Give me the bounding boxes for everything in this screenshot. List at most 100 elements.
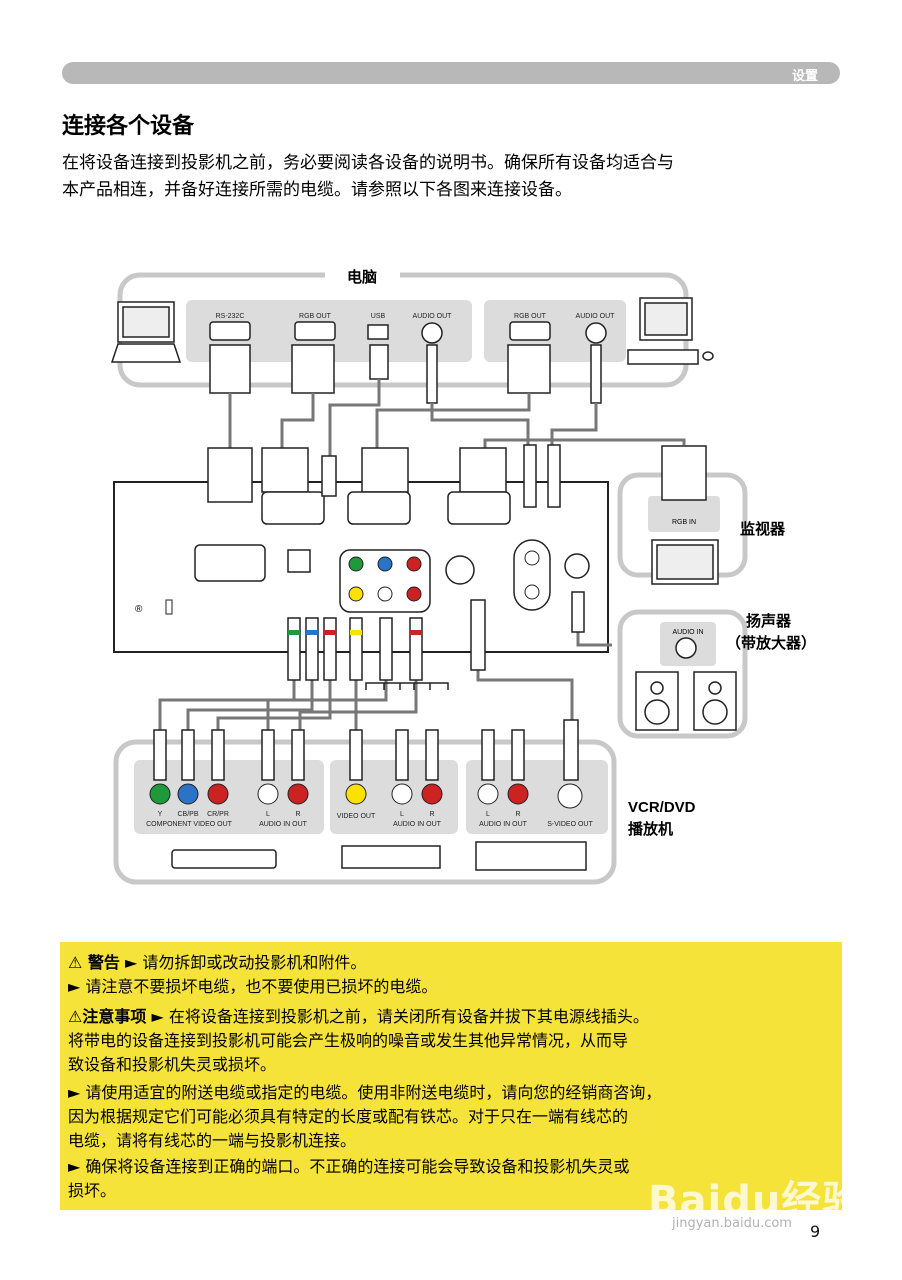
intro-line-1: 在将设备连接到投影机之前，务必要阅读各设备的说明书。确保所有设备均适合与 <box>62 153 674 173</box>
label-audio1-r: R <box>295 811 300 818</box>
vcr-label-2: 播放机 <box>628 820 673 838</box>
plug-component-y <box>287 617 301 681</box>
audio-out-port-2 <box>585 322 607 344</box>
label-audio3-l: L <box>486 811 490 818</box>
label-cr: CR/PR <box>207 811 229 818</box>
audio-out-port <box>421 322 443 344</box>
port2-label-audio-out: AUDIO OUT <box>576 313 616 320</box>
caution-line-5: 因为根据规定它们可能必须具有特定的长度或配有铁芯。对于只在一端有线芯的 <box>68 1107 629 1126</box>
proj-monitor-out-port <box>447 491 511 525</box>
caution-line: ⚠注意事项 ► 在将设备连接到投影机之前，请关闭所有设备并拔下其电源线插头。 <box>68 1006 649 1028</box>
label-audio3-r: R <box>515 811 520 818</box>
label-audio1-l: L <box>266 811 270 818</box>
caution-line-2: 将带电的设备连接到投影机可能会产生极响的噪音或发生其他异常情况，从而导 <box>68 1031 629 1050</box>
rs232c-plug <box>209 344 251 394</box>
plug-audio-r <box>409 617 423 681</box>
rgb-plug-2 <box>507 344 551 394</box>
proj-cb-jack <box>377 556 393 572</box>
intro-paragraph: 在将设备连接到投影机之前，务必要阅读各设备的说明书。确保所有设备均适合与 本产品… <box>62 150 852 204</box>
proj-y-jack <box>348 556 364 572</box>
cable-usb <box>328 379 381 460</box>
label-audio2-name: AUDIO IN OUT <box>393 821 442 828</box>
proj-audio-plug-1 <box>523 444 537 508</box>
computer-label: 电脑 <box>347 268 377 286</box>
speaker-port-label: AUDIO IN <box>672 629 703 636</box>
proj-plug-rgb2 <box>361 447 409 493</box>
proj-cr-jack <box>406 556 422 572</box>
port-label-rgb-out: RGB OUT <box>299 313 332 320</box>
caution-line-3: 致设备和投影机失灵或损坏。 <box>68 1055 277 1074</box>
caution-line-6: 电缆，请将有线芯的一端与投影机连接。 <box>68 1131 357 1150</box>
rgb-out-port <box>294 321 336 341</box>
proj-audio-l-jack <box>377 586 393 602</box>
proj-rgb-in1 <box>261 491 325 525</box>
speaker-label-2: （带放大器） <box>726 634 816 652</box>
port-label-usb: USB <box>371 313 386 320</box>
rgb-out-port-2 <box>509 321 551 341</box>
port-label-audio-out: AUDIO OUT <box>413 313 453 320</box>
speaker-frame <box>617 609 748 739</box>
warning-text: ► 请勿拆卸或改动投影机和附件。 <box>125 953 367 972</box>
speaker-icon <box>635 671 737 731</box>
speaker-label-1: 扬声器 <box>746 612 792 630</box>
plug-audio-l <box>379 617 393 681</box>
caution-line-4: ► 请使用适宜的附送电缆或指定的电缆。使用非附送电缆时，请向您的经销商咨询， <box>68 1083 662 1102</box>
section-label: 设置 <box>791 69 818 84</box>
monitor-label: 监视器 <box>740 520 786 538</box>
page-number: 9 <box>810 1222 821 1241</box>
desktop-icon <box>627 297 714 365</box>
port-label-rs232c: RS-232C <box>216 313 245 320</box>
intro-line-2: 本产品相连，并备好连接所需的电缆。请参照以下各图来连接设备。 <box>62 180 572 200</box>
warning-line: ⚠ 警告 ► 请勿拆卸或改动投影机和附件。 <box>68 952 366 974</box>
proj-audio-r-jack <box>406 586 422 602</box>
monitor-icon <box>651 539 719 585</box>
label-audio2-r: R <box>429 811 434 818</box>
label-audio3-name: AUDIO IN OUT <box>479 821 528 828</box>
port2-label-rgb-out: RGB OUT <box>514 313 547 320</box>
proj-plug-rs232c <box>207 447 253 503</box>
label-component-video-out: COMPONENT VIDEO OUT <box>146 821 233 828</box>
laptop-icon <box>110 301 182 363</box>
label-audio2-l: L <box>400 811 404 818</box>
vcr-icon <box>341 845 441 869</box>
usb-port <box>367 324 389 340</box>
monitor-port-panel <box>648 496 720 532</box>
dvd-recorder-icon <box>475 841 587 871</box>
proj-audio-plug-2 <box>547 444 561 508</box>
warning-box: ⚠ 警告 ► 请勿拆卸或改动投影机和附件。 ► 请注意不要损坏电缆，也不要使用已… <box>60 942 842 1210</box>
proj-usb-port <box>287 549 311 573</box>
cable-rgb-1 <box>280 393 315 448</box>
label-audio1-name: AUDIO IN OUT <box>259 821 308 828</box>
page-title: 连接各个设备 <box>62 114 195 139</box>
vcr-frame <box>113 739 617 885</box>
cable-monitor <box>483 438 686 448</box>
audio-plug-2 <box>590 344 602 404</box>
proj-video-jack <box>348 586 364 602</box>
warning-label: 警告 <box>87 953 120 972</box>
plug-audio-out <box>571 591 585 633</box>
caution-line-7: ► 确保将设备连接到正确的端口。不正确的连接可能会导致设备和投影机失灵或 <box>68 1157 630 1176</box>
usb-plug <box>369 344 389 380</box>
label-video-out: VIDEO OUT <box>337 813 376 820</box>
proj-plug-usb <box>321 455 337 497</box>
monitor-port-label: RGB IN <box>672 519 696 526</box>
cable-audio-2 <box>550 403 598 445</box>
caution-text: ► 在将设备连接到投影机之前，请关闭所有设备并拔下其电源线插头。 <box>151 1007 649 1026</box>
warning-line-2: ► 请注意不要损坏电缆，也不要使用已损坏的电缆。 <box>68 977 438 996</box>
label-y: Y <box>158 811 163 818</box>
proj-rgb-in2 <box>347 491 411 525</box>
dvd-player-icon <box>171 849 277 869</box>
plug-component-cb <box>305 617 319 681</box>
plug-svideo <box>470 599 486 671</box>
cable-rgb-2 <box>375 393 531 448</box>
proj-plug-rgb1 <box>261 447 309 493</box>
monitor-plug <box>661 445 707 501</box>
proj-audio-in-panel <box>513 539 551 611</box>
proj-plug-monitor-out <box>459 447 507 493</box>
audio-plug-1 <box>426 344 438 404</box>
caution-line-8: 损坏。 <box>68 1181 117 1200</box>
watermark-url: jingyan.baidu.com <box>672 1216 792 1231</box>
watermark-logo: Baidu经验 <box>648 1178 864 1224</box>
section-header-bar: 设置 <box>62 62 840 84</box>
proj-audio-out-port <box>564 553 590 579</box>
